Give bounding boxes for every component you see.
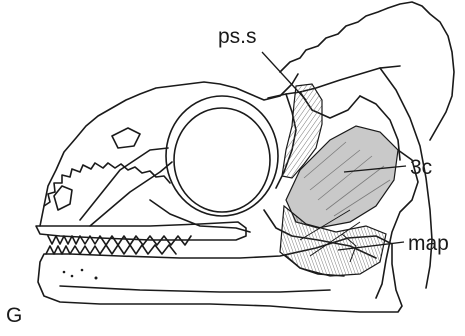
snout-serration — [44, 163, 170, 206]
panel-label: G — [6, 305, 22, 326]
upper-jaw — [36, 222, 246, 240]
nasal-opening — [54, 186, 72, 210]
jugal-bar — [150, 200, 250, 232]
lower-teeth — [46, 245, 176, 254]
orbit-inner — [174, 108, 270, 212]
snout-ridge-2 — [90, 162, 172, 226]
label-3c: 3c — [410, 157, 432, 178]
label-ps-s: ps.s — [218, 26, 257, 47]
snout-ridge — [80, 148, 168, 220]
mandible-foramina — [63, 269, 98, 280]
parietal-roof — [268, 66, 400, 98]
preorbital-opening — [112, 128, 140, 148]
mandible-inner-line — [60, 286, 330, 292]
label-map: map — [408, 233, 449, 254]
snout-dorsal-outline — [40, 74, 298, 226]
orbit-ring — [166, 96, 278, 216]
